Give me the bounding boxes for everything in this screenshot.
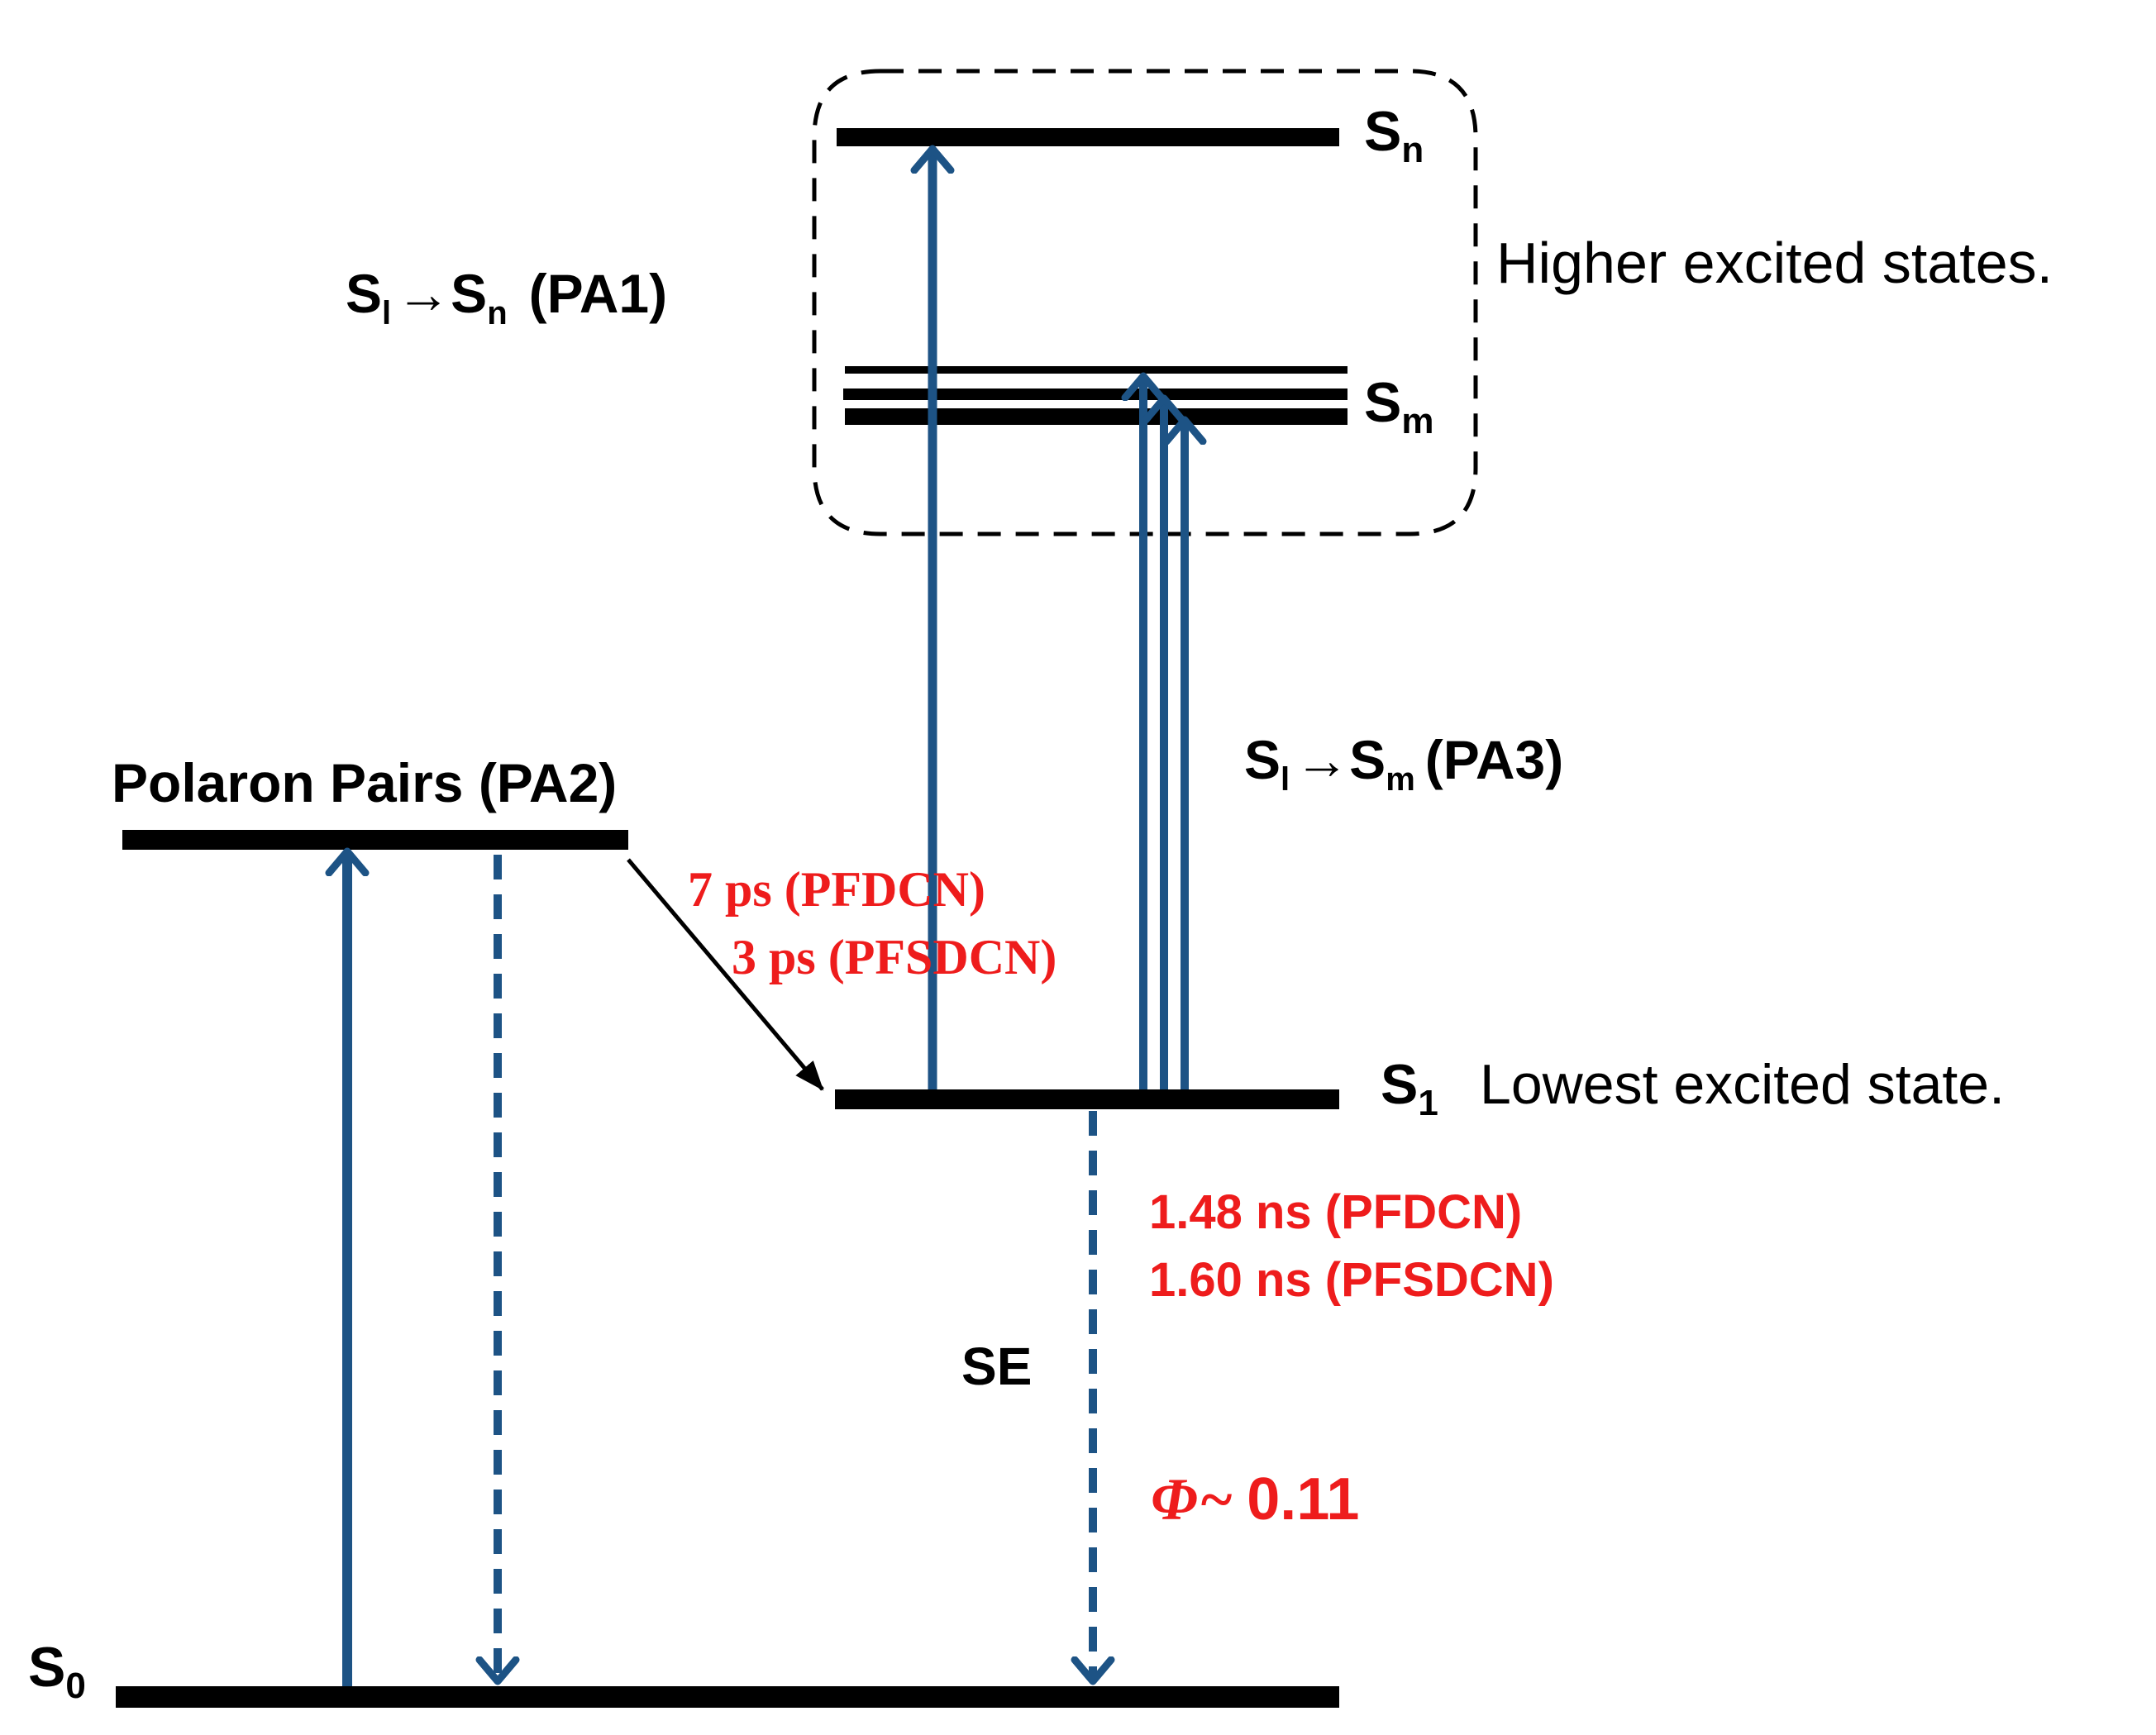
emission-time-pfsdcn: 1.60 ns (PFSDCN) xyxy=(1149,1253,1554,1307)
level-sn xyxy=(837,128,1339,146)
level-sm-2 xyxy=(843,388,1348,400)
pa1-label: Sl→Sn(PA1) xyxy=(346,263,667,331)
higher-excited-states-label: Higher excited states. xyxy=(1496,231,2053,295)
s1-label: S1 xyxy=(1381,1053,1438,1123)
s0-label: S0 xyxy=(28,1636,86,1706)
polaron-pairs-label: Polaron Pairs (PA2) xyxy=(112,752,617,813)
emission-time-pfdcn: 1.48 ns (PFDCN) xyxy=(1149,1185,1522,1239)
sn-label: Sn xyxy=(1364,100,1424,170)
higher-excited-states-box xyxy=(812,69,1478,536)
sm-label: Sm xyxy=(1364,371,1433,441)
pa3-label: Sl→Sm(PA3) xyxy=(1244,729,1563,798)
level-polaron-pairs xyxy=(122,830,628,850)
level-sm-3 xyxy=(845,408,1348,425)
transfer-time-pfsdcn: 3 ps (PFSDCN) xyxy=(732,930,1057,984)
level-sm-1 xyxy=(845,366,1348,374)
level-s0 xyxy=(116,1686,1339,1708)
transfer-time-pfdcn: 7 ps (PFDCN) xyxy=(688,862,985,917)
s1-description: Lowest excited state. xyxy=(1480,1053,2005,1116)
se-label: SE xyxy=(961,1337,1032,1396)
level-s1 xyxy=(835,1089,1339,1109)
quantum-yield-label: Φ~0.11 xyxy=(1151,1466,1359,1532)
transfer-arrow-polaron-s1 xyxy=(627,858,824,1091)
